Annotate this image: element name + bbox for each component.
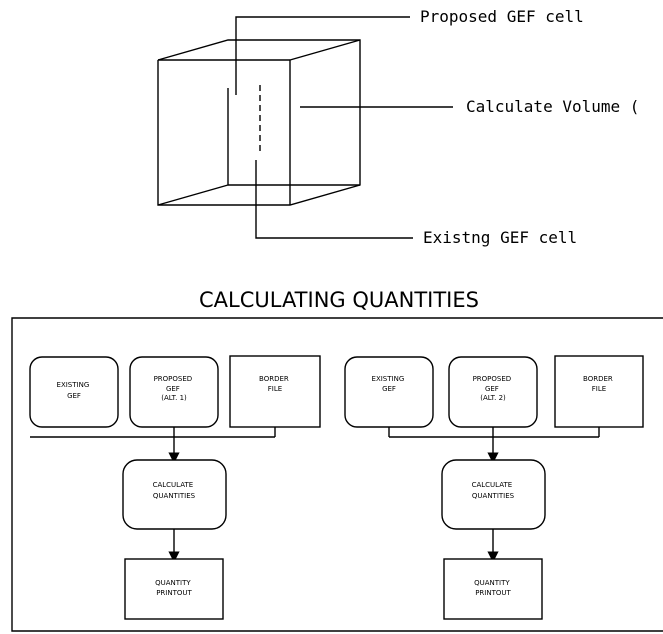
- existing-gef-text-left: EXISTING GEF: [57, 381, 92, 400]
- existing-gef-text-right: EXISTING GEF: [372, 375, 407, 393]
- proposed-gef-text-right: PROPOSED GEF (ALT. 2): [473, 375, 514, 402]
- quantity-printout-text-right: QUANTITY PRINTOUT: [474, 579, 512, 597]
- flowchart-frame: [11, 317, 663, 632]
- existing-cell-callout: Existng GEF cell: [255, 160, 577, 247]
- border-file-text-right: BORDER FILE: [583, 375, 615, 393]
- calculate-quantities-text-left: CALCULATE QUANTITIES: [153, 481, 196, 500]
- existing-gef-box-left: [29, 356, 119, 428]
- proposed-cell-callout: Proposed GEF cell: [235, 7, 584, 95]
- calculate-quantities-text-right: CALCULATE QUANTITIES: [472, 481, 515, 500]
- quantity-printout-box-right: [443, 558, 543, 620]
- quantity-printout-text-left: QUANTITY PRINTOUT: [155, 579, 193, 597]
- existing-cell-label: Existng GEF cell: [423, 228, 577, 247]
- border-file-text-left: BORDER FILE: [259, 375, 291, 393]
- volume-callout: Calculate Volume (: [300, 97, 639, 116]
- proposed-cell-label: Proposed GEF cell: [420, 7, 584, 26]
- proposed-gef-text-left: PROPOSED GEF (ALT. 1): [154, 375, 195, 402]
- flow-right: EXISTING GEF PROPOSED GEF (ALT. 2) BORDE…: [344, 355, 644, 620]
- flow-left: EXISTING GEF PROPOSED GEF (ALT. 1) BORDE…: [29, 355, 321, 620]
- border-file-box-right: [554, 355, 644, 428]
- section-title: CALCULATING QUANTITIES: [199, 288, 479, 312]
- calculate-volume-label: Calculate Volume (: [466, 97, 639, 116]
- quantity-printout-box-left: [124, 558, 224, 620]
- border-file-box-left: [229, 355, 321, 428]
- gef-cube: [157, 39, 361, 206]
